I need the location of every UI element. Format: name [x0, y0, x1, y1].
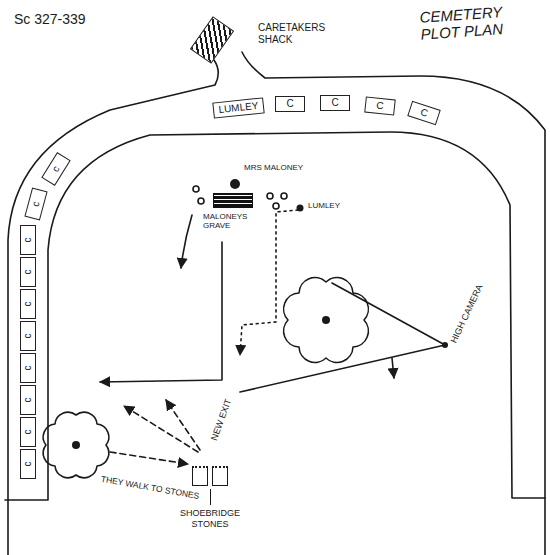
grave-plot-box: C [275, 96, 305, 112]
stone-pair [178, 466, 242, 486]
plot-letter: c [23, 366, 33, 371]
camera-line [332, 283, 445, 345]
grave-plot-box: c [20, 385, 36, 415]
grave-plot-box: c [24, 187, 47, 220]
mourner-mark [273, 203, 279, 209]
grave-plot-box: C [320, 95, 350, 111]
stones-label: SHOEBRIDGE STONES [178, 508, 242, 530]
mourner-mark [281, 193, 287, 199]
direction-note: THEY WALK TO STONES [100, 475, 200, 502]
tree [43, 412, 109, 478]
grave-plot-box: C [364, 96, 396, 115]
grave-plot-box: c [41, 152, 70, 186]
leader-line [210, 489, 211, 505]
move-path-dotted [240, 210, 298, 355]
shack-label: CARETAKERS SHACK [258, 22, 340, 46]
grave-plot-box: c [20, 353, 36, 383]
plot-letter: c [23, 302, 33, 307]
person-label: LUMLEY [308, 202, 340, 211]
mourner-mark [267, 193, 273, 199]
camera-label: HIGH CAMERA [450, 283, 486, 345]
plot-letter: c [23, 334, 33, 339]
plot-letter: c [23, 430, 33, 435]
camera-line [240, 345, 445, 392]
mourner-mark [193, 186, 199, 192]
plot-letter: c [23, 238, 33, 243]
shack-hatch [190, 16, 234, 64]
plot-letter: C [376, 101, 384, 112]
direction-note: NEW EXIT [210, 398, 234, 442]
plot-letter: c [31, 200, 42, 207]
plot-letter: C [286, 99, 293, 109]
grave-plot-box: c [20, 321, 36, 351]
tree [284, 278, 369, 363]
plot-letter: c [50, 164, 61, 174]
camera-point [442, 342, 448, 348]
plot-letter: LUMLEY [218, 101, 259, 115]
headstone [192, 466, 208, 486]
exit-arrow [166, 400, 200, 450]
exit-arrow [124, 406, 198, 452]
mourner-mark [198, 198, 204, 204]
grave: MALONEYS GRAVE [203, 193, 265, 230]
person-label: MRS MALONEY [244, 164, 303, 173]
grave-plot-box: c [20, 225, 36, 255]
headstone [212, 466, 228, 486]
grave-label: MALONEYS GRAVE [203, 212, 263, 230]
plot-letter: c [23, 270, 33, 275]
person-dot [297, 205, 304, 212]
walk-path [110, 452, 188, 464]
caretaker-shack: CARETAKERS SHACK [190, 18, 350, 66]
tree-trunk [322, 316, 330, 324]
grave-plot-box: c [20, 449, 36, 479]
plot-letter: C [331, 98, 338, 108]
move-path [181, 215, 192, 268]
road-inner [5, 132, 545, 500]
grave-plot-box: LUMLEY [212, 97, 264, 118]
road-outer-right [242, 52, 545, 555]
scene-number: Sc 327-339 [14, 12, 86, 27]
plot-letter: C [419, 107, 429, 119]
plot-letter: c [23, 398, 33, 403]
plot-letter: c [23, 462, 33, 467]
move-path [100, 242, 222, 382]
plan-title: CEMETERY PLOT PLAN [419, 2, 531, 43]
grave-plot-box: c [20, 417, 36, 447]
camera-arrow [392, 358, 394, 378]
tree-trunk [72, 441, 80, 449]
grave-plot-box: c [20, 289, 36, 319]
grave-slab [213, 193, 253, 208]
person-dot [230, 179, 240, 189]
grave-plot-box: c [20, 257, 36, 287]
grave-plot-box: C [407, 101, 440, 125]
